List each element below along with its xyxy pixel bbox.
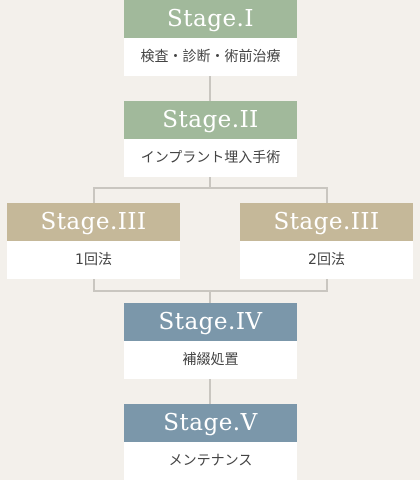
connector-merge-4 [209,290,211,303]
branch-right-down [326,187,328,203]
stage-5-desc: メンテナンス [124,442,297,480]
stage-5-box: Stage.V メンテナンス [124,404,297,480]
stage-2-box: Stage.II インプラント埋入手術 [124,101,297,177]
stage-5-title: Stage.V [124,404,297,442]
stage-3b-desc: 2回法 [240,241,413,279]
merge-left-up [93,278,95,291]
stage-4-box: Stage.IV 補綴処置 [124,303,297,379]
stage-3a-desc: 1回法 [7,241,180,279]
connector-2-branch [209,177,211,188]
connector-4-5 [209,379,211,404]
stage-3b-title: Stage.III [240,203,413,241]
stage-2-title: Stage.II [124,101,297,139]
stage-1-title: Stage.I [124,0,297,38]
stage-1-box: Stage.I 検査・診断・術前治療 [124,0,297,76]
stage-1-desc: 検査・診断・術前治療 [124,38,297,76]
connector-1-2 [209,76,211,101]
merge-right-up [326,278,328,291]
stage-2-desc: インプラント埋入手術 [124,139,297,177]
branch-top-bar [93,187,328,189]
stage-3a-title: Stage.III [7,203,180,241]
stage-3b-box: Stage.III 2回法 [240,203,413,279]
stage-4-title: Stage.IV [124,303,297,341]
stage-3a-box: Stage.III 1回法 [7,203,180,279]
stage-4-desc: 補綴処置 [124,341,297,379]
branch-left-down [93,187,95,203]
